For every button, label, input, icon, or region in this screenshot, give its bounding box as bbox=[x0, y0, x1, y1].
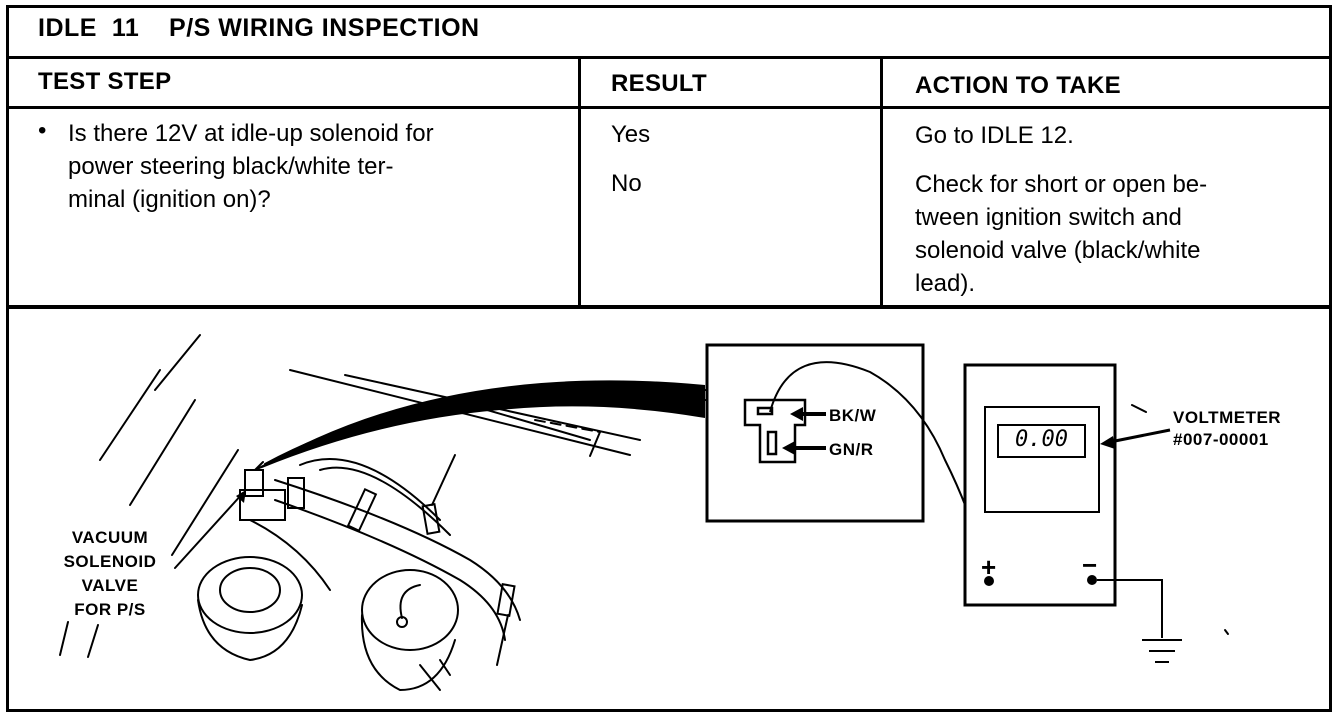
header-action: ACTION TO TAKE bbox=[915, 72, 1121, 99]
label-gnr: GN/R bbox=[829, 440, 874, 459]
title-divider bbox=[6, 56, 1332, 59]
voltmeter-line: VOLTMETER bbox=[1173, 408, 1282, 427]
callout-line: FOR P/S bbox=[74, 600, 146, 619]
header-test-step: TEST STEP bbox=[38, 68, 172, 95]
procedure-frame bbox=[6, 5, 1332, 712]
body-divider bbox=[6, 305, 1332, 309]
action-line: Check for short or open be- bbox=[915, 171, 1208, 198]
action-line: lead). bbox=[915, 270, 976, 297]
voltmeter-callout: VOLTMETER #007-00001 bbox=[1173, 407, 1281, 451]
plus-terminal-sign: + bbox=[981, 552, 997, 582]
page-title: IDLE 11 P/S WIRING INSPECTION bbox=[38, 14, 480, 42]
result-yes: Yes bbox=[611, 121, 651, 148]
minus-terminal-sign: − bbox=[1082, 550, 1098, 580]
result-no: No bbox=[611, 170, 642, 197]
callout-line: VACUUM bbox=[71, 528, 149, 547]
column-divider-2 bbox=[880, 56, 883, 308]
test-step-line: power steering black/white ter- bbox=[68, 153, 394, 180]
callout-vacuum-solenoid: VACUUM SOLENOID VALVE FOR P/S bbox=[40, 526, 180, 622]
action-line: Go to IDLE 12. bbox=[915, 122, 1074, 149]
voltmeter-line: #007-00001 bbox=[1173, 430, 1269, 449]
bullet-mark: • bbox=[38, 117, 47, 144]
meter-reading: 0.00 bbox=[1015, 427, 1068, 452]
action-no: Check for short or open be- tween igniti… bbox=[915, 168, 1207, 300]
callout-line: VALVE bbox=[81, 576, 139, 595]
label-bkw: BK/W bbox=[829, 406, 877, 425]
test-step-text: Is there 12V at idle-up solenoid for pow… bbox=[68, 117, 434, 216]
column-divider-1 bbox=[578, 56, 581, 308]
action-line: tween ignition switch and bbox=[915, 204, 1182, 231]
action-yes: Go to IDLE 12. bbox=[915, 119, 1074, 152]
action-line: solenoid valve (black/white bbox=[915, 237, 1201, 264]
test-step-line: minal (ignition on)? bbox=[68, 186, 271, 213]
header-divider bbox=[6, 106, 1332, 109]
header-result: RESULT bbox=[611, 70, 708, 97]
test-step-line: Is there 12V at idle-up solenoid for bbox=[68, 120, 434, 147]
callout-line: SOLENOID bbox=[63, 552, 157, 571]
